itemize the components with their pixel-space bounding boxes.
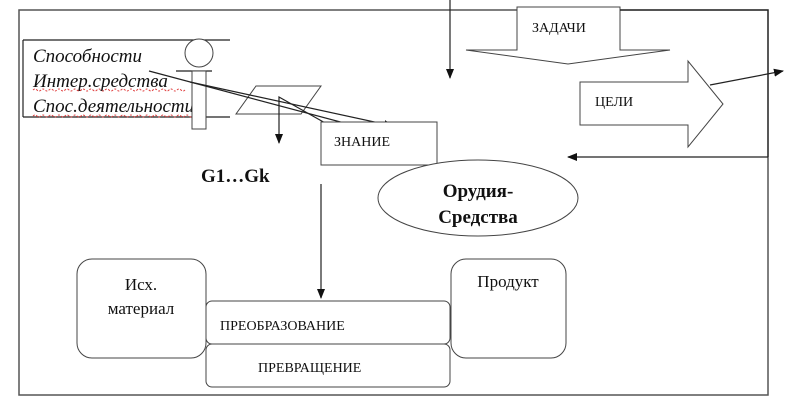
abilities-list: Способности Интер.средства Спос.деятельн… [22,39,230,118]
spellcheck-underline [32,114,198,118]
arrow-to-g [275,95,328,144]
source-material-line2: материал [108,299,175,318]
tools-line2: Средства [438,207,518,228]
spellcheck-underline [32,88,186,92]
tools-line1: Орудия- [443,181,514,202]
arrow-means-to-knowledge [148,70,364,130]
g-label: G1…Gk [201,166,270,187]
knowledge-box: ЗНАНИЕ [320,121,438,166]
goals-label: ЦЕЛИ [595,95,633,110]
transformation-label: ПРЕОБРАЗОВАНИЕ [220,319,345,334]
tasks-label: ЗАДАЧИ [532,21,586,36]
source-material-line1: Исх. [125,275,157,294]
activity-abilities-item: Спос.деятельности [33,96,194,117]
outer-frame [18,9,769,396]
tools-ellipse: Орудия- Средства [377,159,579,237]
abilities-item: Способности [33,46,142,67]
inter-means-item: Интер.средства [32,71,168,92]
conversion-label: ПРЕВРАЩЕНИЕ [258,361,361,376]
product-box: Продукт [450,258,567,359]
tasks-arrow: ЗАДАЧИ [465,6,671,65]
arrow-goals-out [709,68,784,86]
goals-arrow: ЦЕЛИ [579,59,724,149]
product-label: Продукт [477,272,539,291]
feedback-loop-line [620,9,769,157]
person-figure-icon [176,38,214,130]
knowledge-label: ЗНАНИЕ [334,135,390,150]
source-material-box: Исх. материал [76,258,207,359]
transformation-box: ПРЕОБРАЗОВАНИЕ [205,300,451,345]
conversion-box: ПРЕВРАЩЕНИЕ [205,343,451,388]
